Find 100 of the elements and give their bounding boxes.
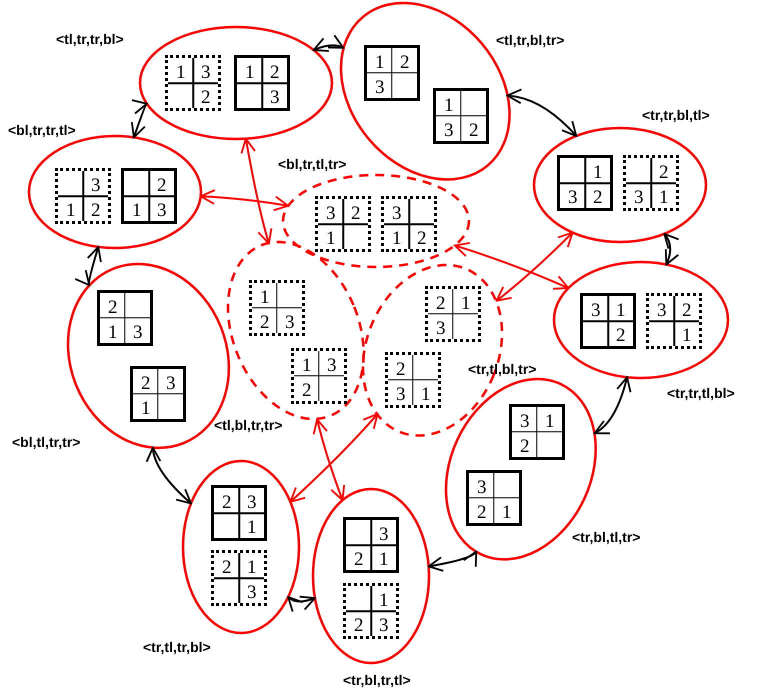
number-grid (580, 293, 636, 349)
grid-number: 1 (260, 288, 270, 307)
grid-number: 3 (201, 63, 210, 82)
grid-number: 2 (468, 120, 478, 140)
grid-number: 2 (108, 298, 118, 317)
grid-number: 2 (260, 312, 270, 332)
grid-number: 3 (247, 493, 256, 512)
number-grid (557, 155, 613, 211)
state-label: <tr,bl,tr,tl> (343, 671, 411, 688)
grid-number: 1 (444, 96, 454, 115)
grid-number: 1 (374, 52, 384, 72)
grid-number: 2 (682, 301, 692, 320)
arrow (77, 246, 102, 286)
grid-number: 1 (66, 201, 76, 220)
grid-number: 1 (420, 384, 430, 404)
grid-number: 2 (476, 502, 486, 522)
grid-number: 2 (593, 188, 602, 207)
arrow (506, 89, 578, 137)
grid-number: 1 (682, 326, 692, 345)
grid-number: 1 (176, 63, 186, 82)
grid-number: 3 (396, 384, 406, 404)
arrow (200, 189, 290, 212)
arrow (240, 138, 272, 244)
grid-number: 1 (247, 518, 256, 537)
grid-number: 1 (460, 294, 470, 313)
grid-number: 2 (417, 229, 426, 248)
number-grid (290, 348, 347, 404)
number-grid (130, 366, 186, 422)
grid-number: 2 (400, 52, 410, 72)
grid-number: 2 (520, 436, 530, 456)
grid-number: 3 (132, 322, 142, 342)
grid-number: 2 (222, 558, 232, 577)
grid-number: 2 (354, 550, 364, 569)
arrow (663, 232, 680, 266)
grid-number: 2 (616, 326, 626, 345)
grid-number: 1 (379, 550, 388, 569)
number-grid (508, 404, 565, 460)
grid-number: 3 (634, 188, 644, 207)
grid-number: 2 (396, 360, 406, 379)
grid-number: 3 (657, 301, 666, 320)
number-grid (432, 88, 489, 144)
arrow (496, 232, 574, 302)
number-grid (121, 168, 177, 224)
number-grid (381, 196, 437, 252)
number-grid (315, 196, 371, 252)
number-grid (234, 55, 290, 111)
grid-number: 3 (520, 412, 530, 431)
grid-number: 1 (593, 163, 602, 182)
grid-number: 2 (201, 88, 210, 107)
grid-number: 2 (354, 616, 364, 635)
grid-number: 3 (436, 318, 446, 338)
state-label: <tr,bl,tl,tr> (572, 528, 640, 547)
number-grid (165, 55, 221, 111)
grid-number: 1 (132, 201, 142, 220)
number-grid (343, 583, 399, 639)
grid-number: 1 (659, 188, 668, 207)
grid-number: 2 (222, 493, 232, 512)
grid-number: 1 (502, 502, 512, 522)
number-grid (55, 168, 111, 224)
grid-number: 3 (379, 616, 388, 635)
state-label: <tr,tl,tr,bl> (143, 638, 211, 657)
grid-number: 2 (351, 204, 360, 223)
number-grid (364, 44, 420, 101)
grid-number: 2 (270, 63, 280, 82)
grid-number: 1 (544, 412, 554, 431)
grid-number: 2 (157, 176, 166, 195)
arrow (312, 34, 344, 52)
arrow (287, 595, 316, 612)
state-label: <tl,bl,tr,tr> (214, 416, 282, 435)
number-grid (343, 517, 399, 573)
grid-number: 3 (476, 478, 486, 497)
grid-number: 1 (616, 301, 626, 320)
arrow (312, 418, 346, 502)
state-label: <tl,tr,bl,tr> (496, 31, 564, 50)
state-label: <bl,tr,tr,tl> (8, 121, 76, 140)
state-label: <tl,tr,tr,bl> (56, 30, 124, 49)
grid-number: 3 (568, 188, 578, 207)
grid-number: 3 (379, 525, 388, 544)
arrow (454, 242, 570, 290)
number-grid (646, 293, 702, 349)
number-grid (424, 286, 481, 342)
number-grid (211, 550, 267, 606)
number-grid (211, 485, 267, 541)
grid-number: 1 (245, 63, 254, 82)
arrow (594, 376, 632, 434)
grid-number: 3 (326, 204, 336, 223)
grid-number: 2 (302, 380, 312, 400)
state-label: <tr,tr,tl,bl> (667, 384, 735, 403)
arrow (289, 413, 378, 503)
state-label: <bl,tr,tl,tr> (278, 155, 346, 174)
grid-number: 1 (247, 558, 256, 577)
grid-number: 2 (91, 201, 100, 220)
grid-number: 3 (270, 88, 280, 107)
number-grid (466, 470, 522, 526)
grid-number: 3 (326, 356, 336, 375)
grid-number: 3 (166, 374, 176, 393)
state-label: <tr,tl,bl,tr> (468, 360, 536, 379)
grid-number: 1 (379, 591, 388, 610)
number-grid (384, 352, 441, 408)
grid-number: 3 (284, 312, 294, 332)
